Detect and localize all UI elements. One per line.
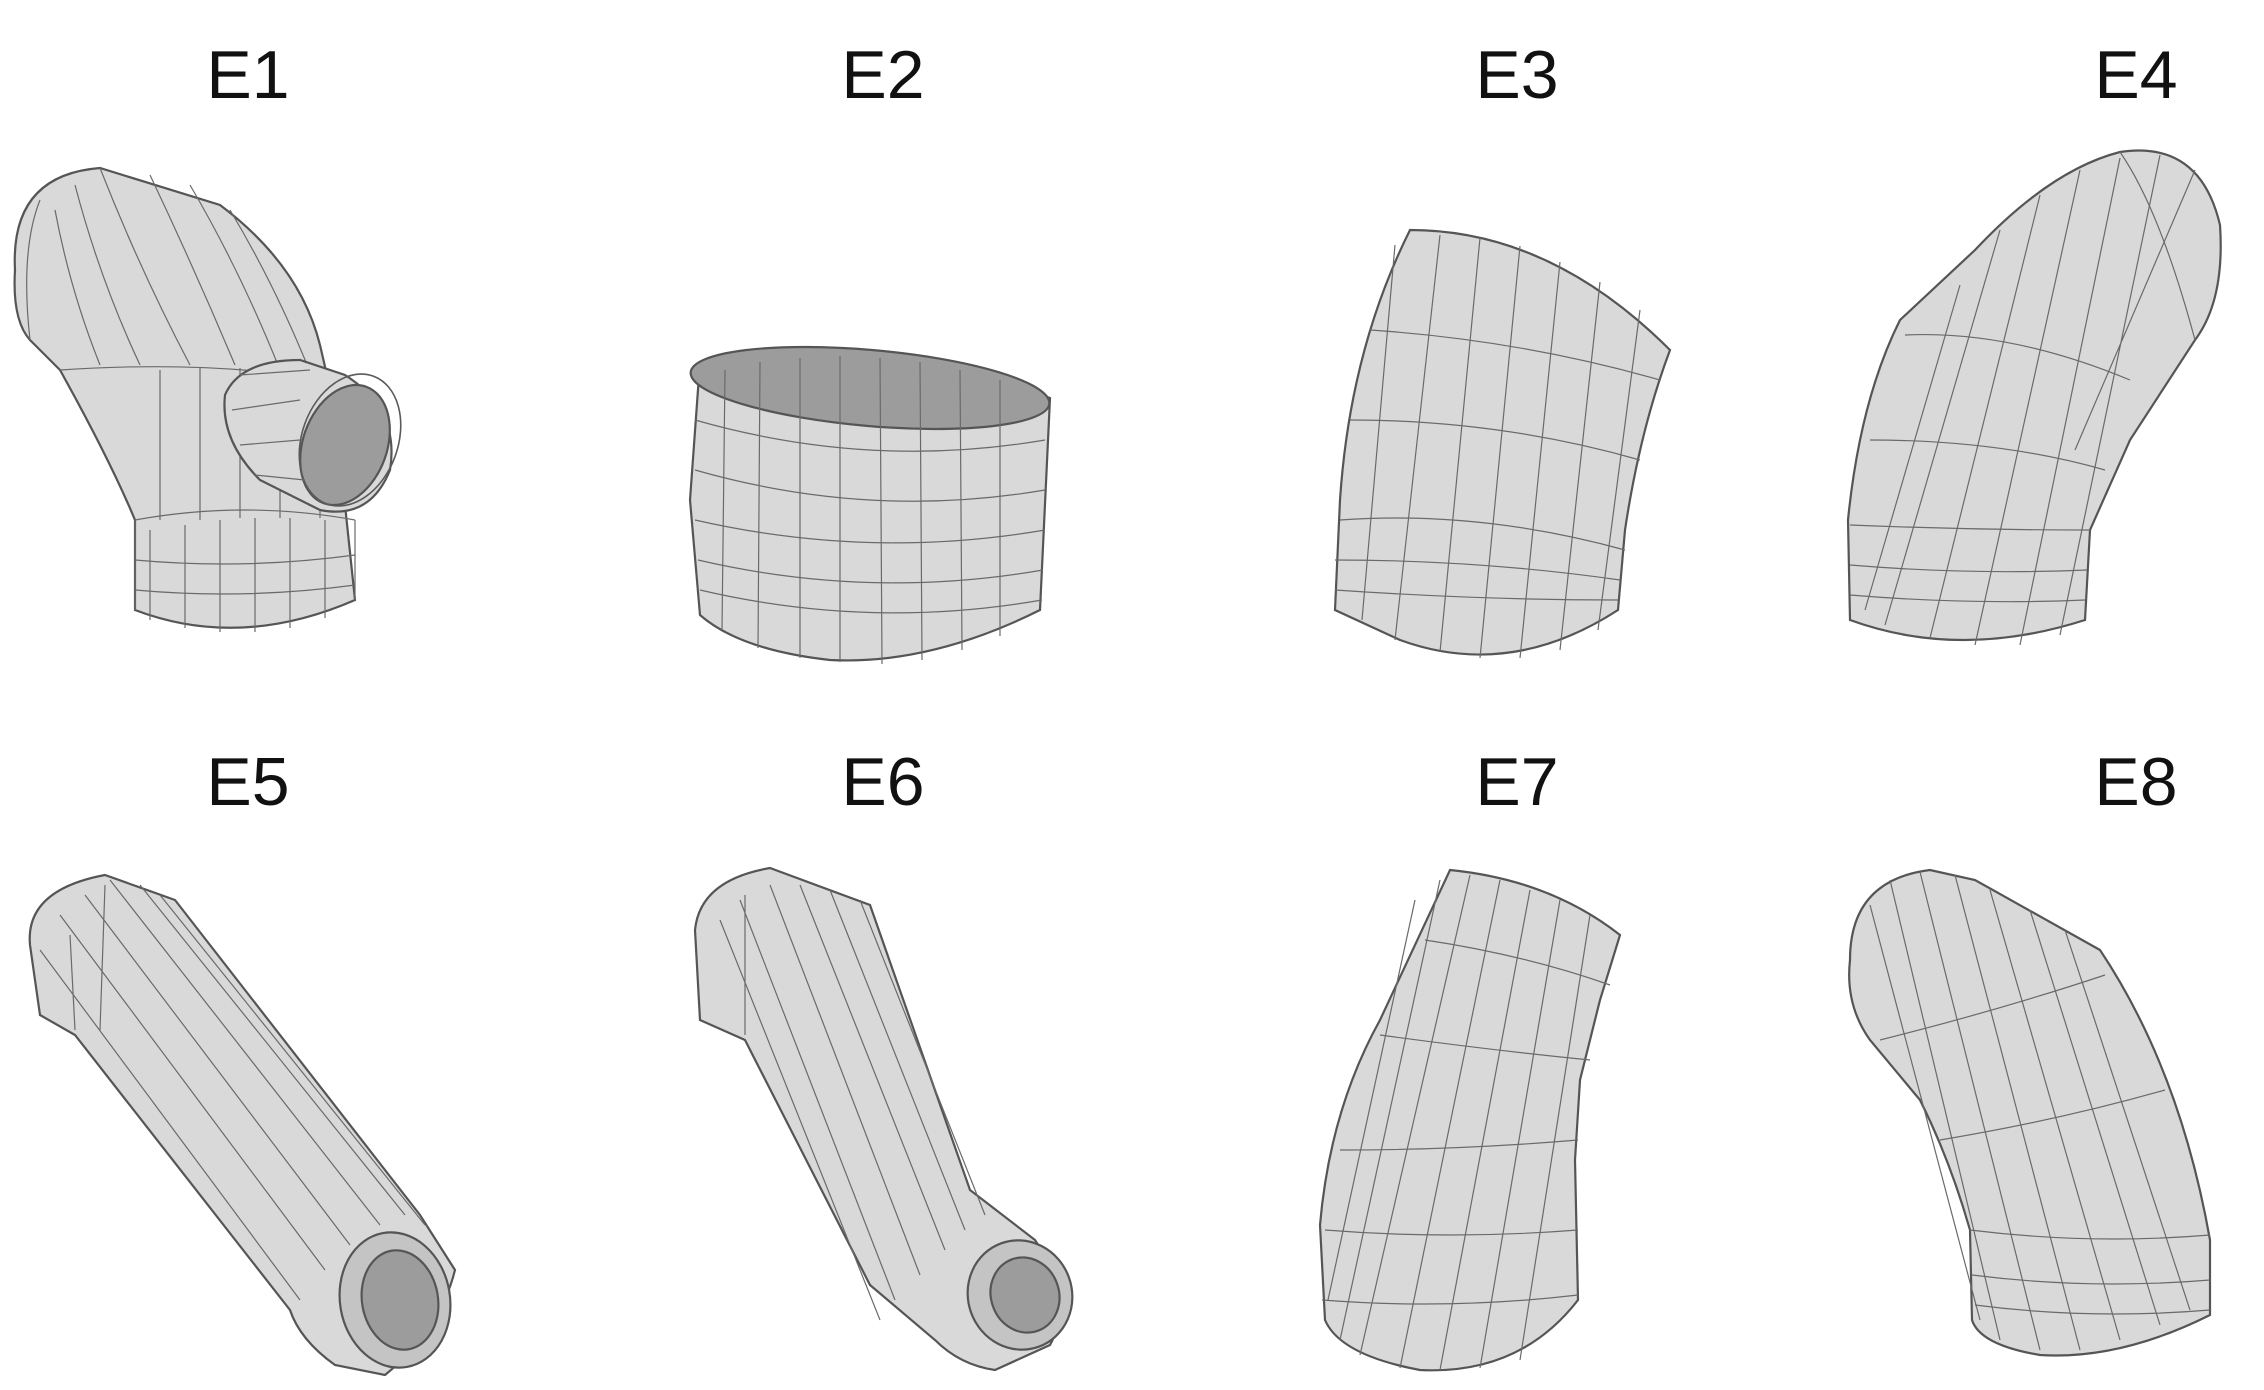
- shape-e2-ring: [688, 345, 1052, 665]
- shape-e7-segmented-bend: [1318, 868, 1622, 1372]
- shape-e1-elbow-with-branch: [13, 166, 402, 632]
- panel-label-e7: E7: [1475, 744, 1558, 820]
- shape-e6-tapered-tube: [693, 866, 1074, 1372]
- panel-label-e6: E6: [841, 744, 924, 820]
- panel-label-e2: E2: [841, 37, 924, 113]
- panel-label-e5: E5: [206, 744, 289, 820]
- panel-label-e4: E4: [2094, 37, 2177, 113]
- panel-label-e8: E8: [2094, 744, 2177, 820]
- shape-e5-straight-tube: [28, 873, 457, 1377]
- panel-label-e1: E1: [206, 37, 289, 113]
- shape-e3-bent-tube: [1333, 228, 1672, 659]
- shape-e4-bent-tube: [1846, 149, 2222, 646]
- shape-e8-curved-bend: [1848, 868, 2212, 1357]
- panel-label-e3: E3: [1475, 37, 1558, 113]
